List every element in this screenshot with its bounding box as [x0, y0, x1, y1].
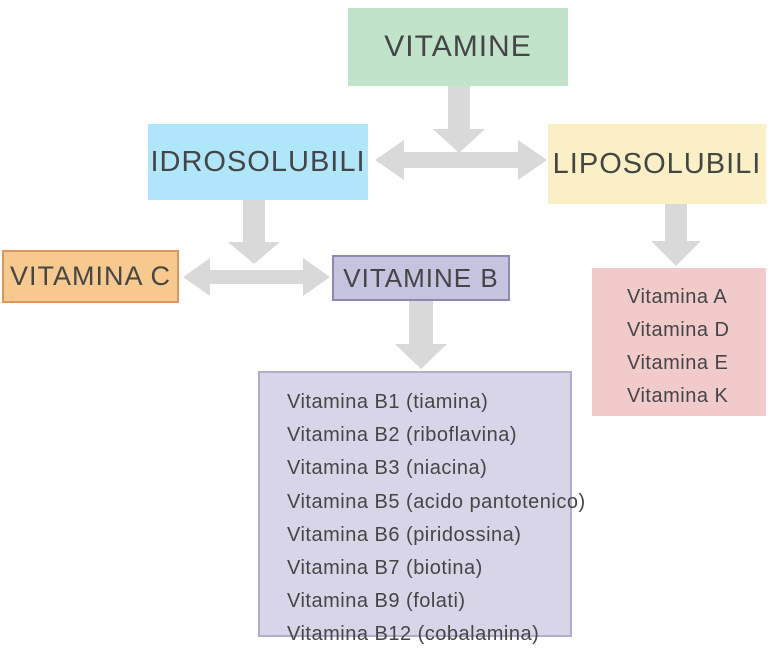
- node-vitamine: VITAMINE: [348, 8, 568, 86]
- node-b-vitamins-list: Vitamina B1 (tiamina) Vitamina B2 (ribof…: [258, 371, 586, 645]
- list-item: Vitamina E: [627, 352, 729, 374]
- node-idrosolubili: IDROSOLUBILI: [148, 124, 368, 200]
- arrow-vitaminac-vitamineb-icon: [183, 258, 330, 296]
- list-item: Vitamina B3 (niacina): [287, 457, 488, 480]
- node-vitamine-label: VITAMINE: [384, 30, 532, 63]
- node-fat-soluble-list: Vitamina A Vitamina D Vitamina E Vitamin…: [592, 268, 766, 416]
- node-liposolubili-label: LIPOSOLUBILI: [552, 147, 762, 180]
- list-item: Vitamina A: [627, 286, 728, 308]
- arrow-idrosolubili-down-icon: [228, 198, 280, 264]
- node-vitamine-b-label: VITAMINE B: [343, 262, 499, 293]
- list-item: Vitamina B6 (piridossina): [287, 523, 522, 546]
- node-idrosolubili-label: IDROSOLUBILI: [150, 145, 366, 178]
- list-item: Vitamina B12 (cobalamina): [287, 623, 540, 646]
- arrow-liposolubili-down-icon: [651, 202, 701, 266]
- arrow-idrosolubili-liposolubili-icon: [375, 140, 547, 180]
- list-item: Vitamina B9 (folati): [287, 590, 466, 613]
- list-item: Vitamina B2 (riboflavina): [287, 424, 518, 447]
- list-item: Vitamina B5 (acido pantotenico): [287, 490, 586, 513]
- node-vitamina-c: VITAMINA C: [2, 250, 179, 303]
- arrow-vitamineb-down-icon: [395, 299, 447, 369]
- node-vitamina-c-label: VITAMINA C: [9, 261, 172, 291]
- node-vitamine-b: VITAMINE B: [332, 255, 510, 301]
- list-item: Vitamina K: [627, 385, 729, 407]
- arrow-vitamine-down-icon: [433, 84, 485, 153]
- list-item: Vitamina B1 (tiamina): [287, 391, 489, 413]
- node-liposolubili: LIPOSOLUBILI: [548, 124, 766, 204]
- list-item: Vitamina D: [627, 319, 730, 341]
- list-item: Vitamina B7 (biotina): [287, 557, 483, 580]
